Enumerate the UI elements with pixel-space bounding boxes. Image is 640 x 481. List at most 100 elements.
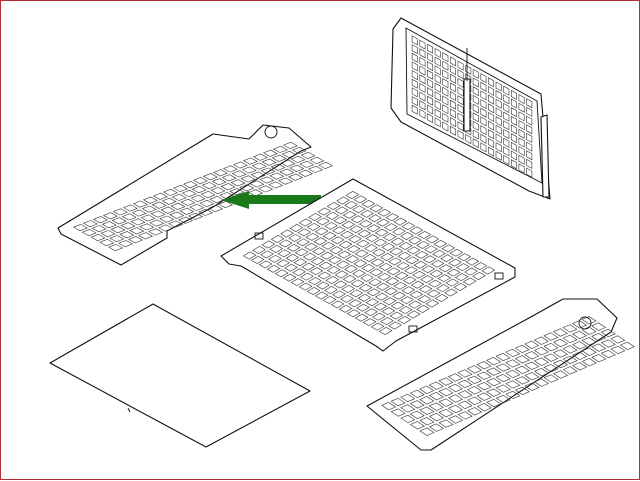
grid-cell xyxy=(404,266,418,275)
grid-cell xyxy=(172,184,188,193)
grid-cell xyxy=(382,297,397,306)
grid-cell xyxy=(438,387,454,397)
grid-cell xyxy=(427,104,434,115)
grid-cell xyxy=(128,236,144,244)
grid-cell xyxy=(449,73,456,84)
grid-cell xyxy=(82,220,98,228)
grid-cell xyxy=(282,141,298,150)
grid-cell xyxy=(419,385,435,394)
grid-cell xyxy=(397,316,412,324)
grid-cell xyxy=(419,39,426,50)
grid-cell xyxy=(390,301,405,310)
grid-cell xyxy=(421,265,436,274)
grid-cell xyxy=(480,142,487,153)
grid-cell xyxy=(191,185,207,194)
grid-cell xyxy=(317,207,332,216)
grid-cell xyxy=(445,278,460,287)
grid-cell xyxy=(495,81,502,92)
grid-cell xyxy=(518,154,525,165)
grid-cell xyxy=(427,61,434,72)
grid-cell xyxy=(308,213,322,221)
grid-cell xyxy=(514,365,530,374)
grid-cell xyxy=(353,195,368,204)
grid-cell xyxy=(524,372,540,381)
grid-cell xyxy=(242,157,258,165)
grid-cell xyxy=(495,352,511,362)
grid-cell xyxy=(388,257,402,266)
grid-cell xyxy=(420,275,434,284)
grid-cell xyxy=(476,382,492,391)
grid-cell xyxy=(111,217,127,225)
grid-cell xyxy=(449,82,456,93)
grid-cell xyxy=(503,94,510,105)
grid-cell xyxy=(503,137,510,148)
grid-cell xyxy=(466,365,483,374)
grid-cell xyxy=(600,328,616,338)
grid-cell xyxy=(480,73,487,84)
grid-cell xyxy=(384,223,398,232)
grid-cell xyxy=(369,204,384,213)
grid-cell xyxy=(442,78,449,89)
grid-cell xyxy=(372,312,386,321)
grid-cell xyxy=(314,291,329,300)
grid-cell xyxy=(390,408,406,417)
grid-cell xyxy=(503,154,510,166)
grid-cell xyxy=(480,90,487,101)
grid-cell xyxy=(330,236,345,245)
grid-cell xyxy=(344,265,358,273)
grid-cell xyxy=(495,133,502,144)
grid-cell xyxy=(258,185,274,193)
grid-cell xyxy=(377,208,392,217)
grid-cell xyxy=(495,124,502,135)
grid-cell xyxy=(526,132,533,143)
grid-cell xyxy=(457,369,473,378)
grid-cell xyxy=(392,227,406,236)
grid-cell xyxy=(552,349,569,358)
grid-cell xyxy=(408,236,422,245)
grid-cell xyxy=(192,177,208,185)
grid-cell xyxy=(150,210,166,218)
grid-cell xyxy=(447,394,464,403)
grid-cell xyxy=(381,402,397,411)
grid-cell xyxy=(270,163,286,171)
grid-cell xyxy=(434,82,441,93)
grid-cell xyxy=(348,235,362,244)
grid-cell xyxy=(401,222,416,231)
grid-cell xyxy=(465,73,472,84)
grid-cell xyxy=(262,149,278,157)
grid-cell xyxy=(505,348,521,358)
rear-partition-panel xyxy=(390,17,551,200)
grid-cell xyxy=(488,77,495,88)
grid-cell xyxy=(99,238,115,247)
grid-cell xyxy=(294,248,309,257)
grid-cell xyxy=(419,74,426,85)
grid-cell xyxy=(533,357,549,366)
grid-cell xyxy=(581,347,597,356)
grid-cell xyxy=(488,146,495,157)
grid-cell xyxy=(378,262,393,271)
grid-cell xyxy=(360,209,374,218)
grid-cell xyxy=(449,99,456,110)
grid-cell xyxy=(518,146,525,157)
grid-cell xyxy=(288,233,302,242)
grid-cell xyxy=(419,100,426,111)
grid-cell xyxy=(212,169,228,177)
grid-cell xyxy=(249,180,265,188)
grid-cell xyxy=(316,217,330,226)
grid-cell xyxy=(476,392,492,401)
grid-cell xyxy=(292,268,306,277)
grid-cell xyxy=(448,258,462,267)
grid-cell xyxy=(449,125,456,136)
grid-cell xyxy=(424,245,438,254)
grid-cell xyxy=(425,299,440,308)
grid-cell xyxy=(488,94,495,105)
grid-cell xyxy=(240,175,256,183)
grid-cell xyxy=(258,260,273,269)
grid-cell xyxy=(419,91,426,102)
grid-cell xyxy=(505,359,521,368)
grid-cell xyxy=(442,104,449,115)
grid-cell xyxy=(462,277,477,286)
grid-cell xyxy=(352,269,366,278)
grid-cell xyxy=(419,417,435,426)
grid-cell xyxy=(409,226,424,235)
